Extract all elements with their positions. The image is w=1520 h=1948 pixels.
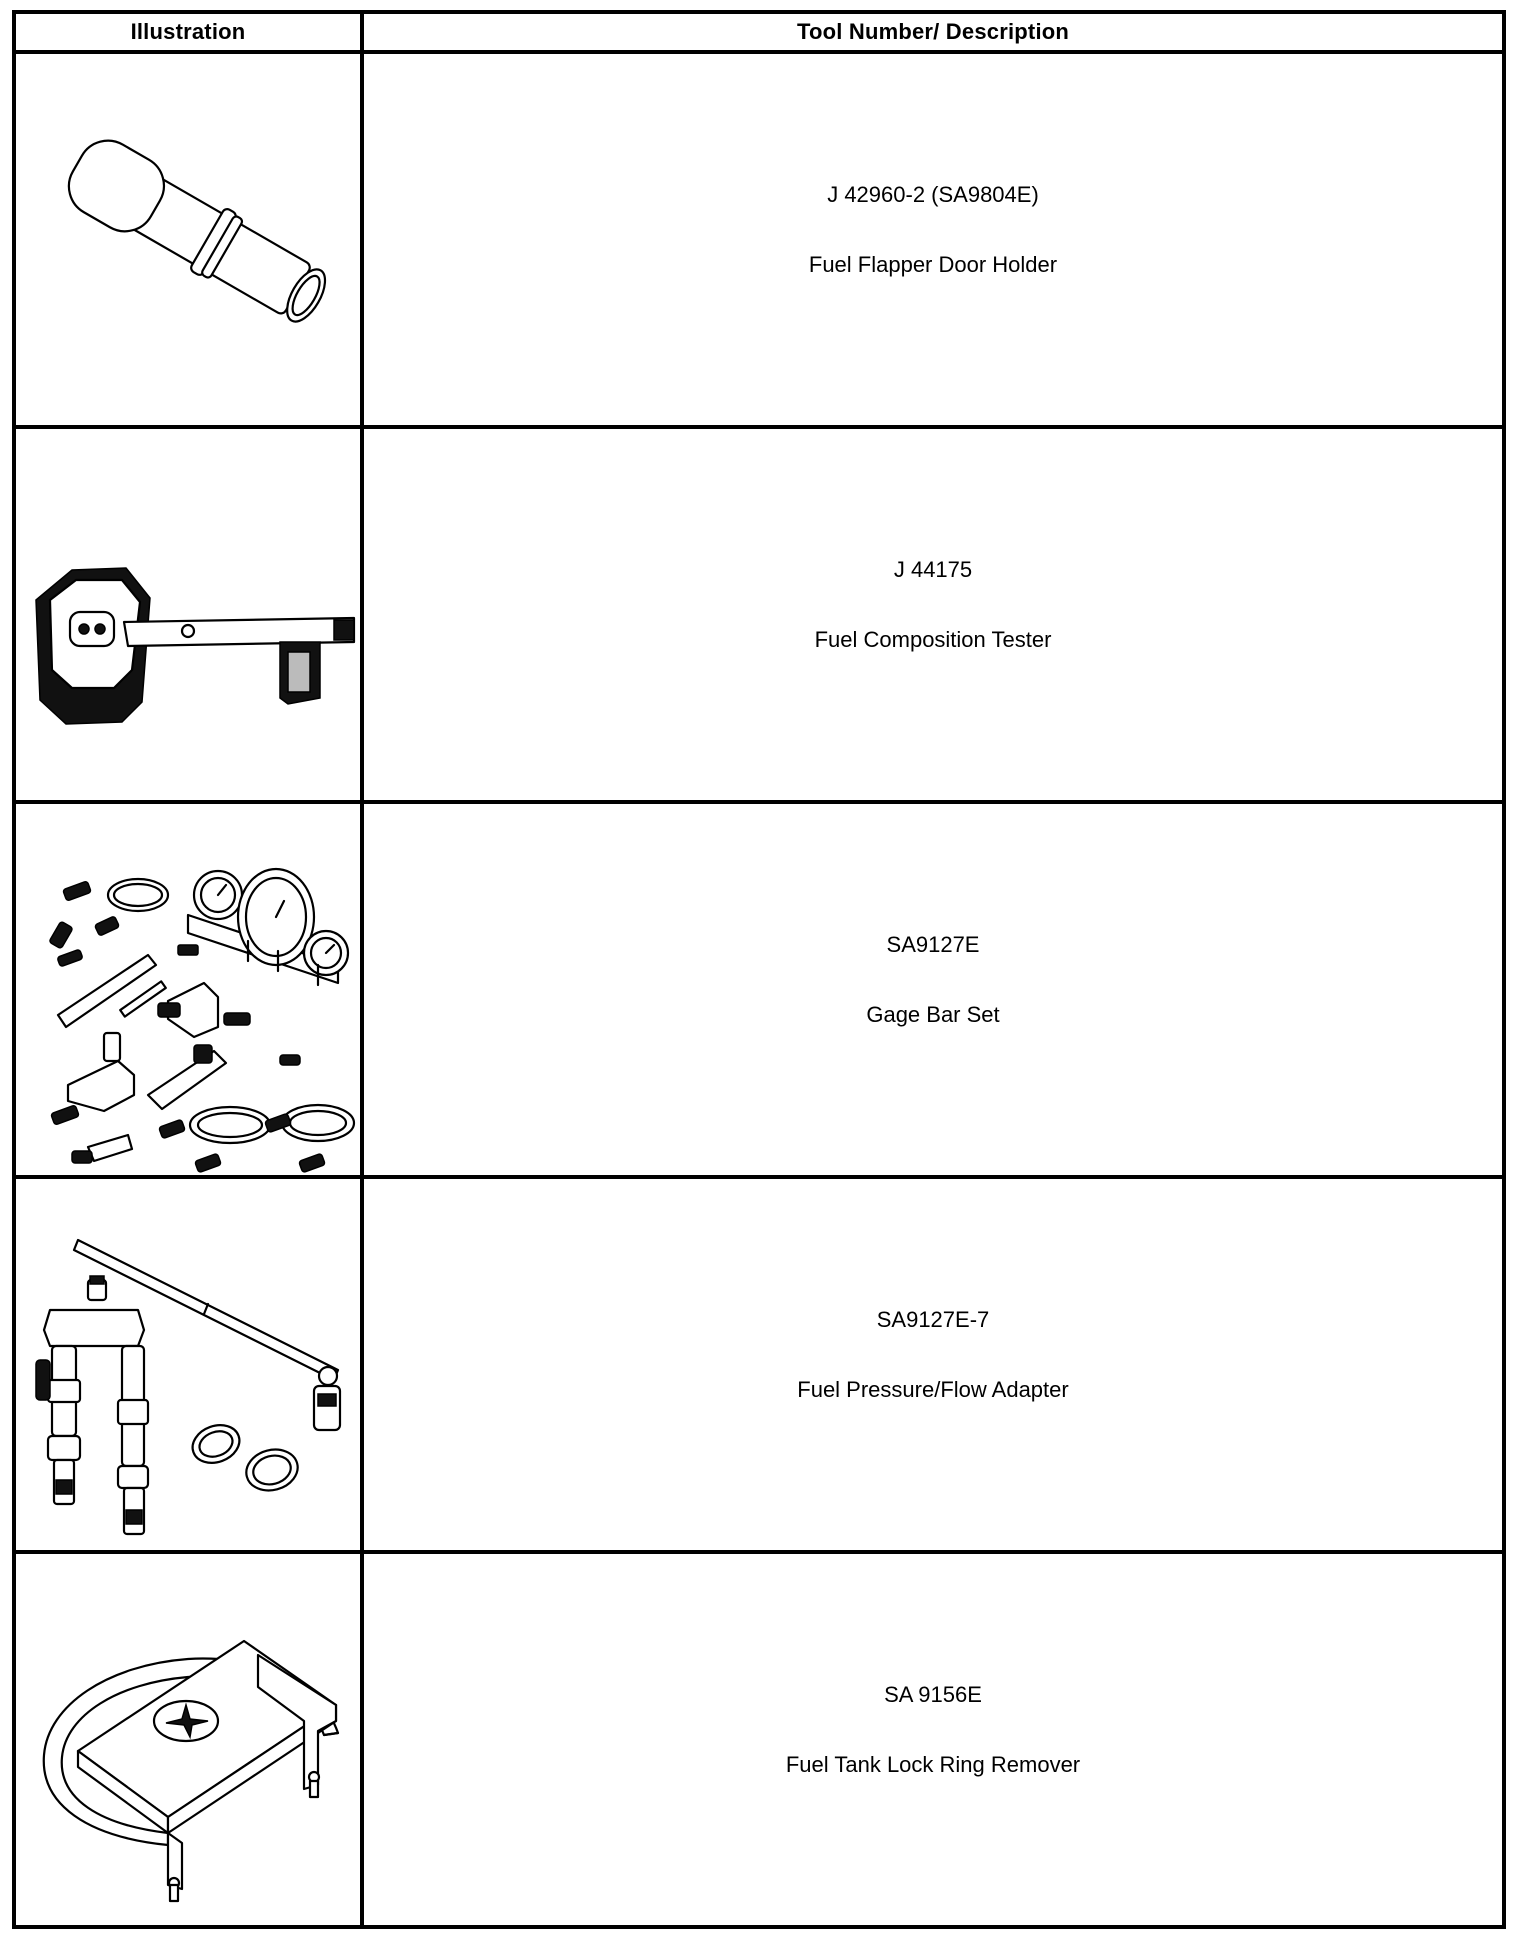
- illustration-cell: [16, 429, 364, 800]
- tool-description: Gage Bar Set: [866, 1001, 1000, 1027]
- header-tool-number-description: Tool Number/ Description: [796, 19, 1070, 44]
- illustration-cell: [16, 54, 364, 425]
- table-row: J 42960-2 (SA9804E) Fuel Flapper Door Ho…: [16, 54, 1502, 429]
- composition-tester-icon: [35, 566, 356, 725]
- table-row: SA9127E-7 Fuel Pressure/Flow Adapter: [16, 1179, 1502, 1554]
- tool-description: Fuel Pressure/Flow Adapter: [797, 1376, 1069, 1402]
- tool-number: SA9127E-7: [876, 1306, 990, 1332]
- tool-number: J 42960-2 (SA9804E): [827, 181, 1039, 207]
- description-cell: SA9127E-7 Fuel Pressure/Flow Adapter: [364, 1179, 1502, 1550]
- description-cell: J 42960-2 (SA9804E) Fuel Flapper Door Ho…: [364, 54, 1502, 425]
- description-cell: SA9127E Gage Bar Set: [364, 804, 1502, 1175]
- tool-description: Fuel Composition Tester: [814, 626, 1052, 652]
- table-header-row: Illustration Tool Number/ Description: [16, 14, 1502, 54]
- gage-bar-set-icon: [49, 867, 356, 1173]
- tool-description: Fuel Flapper Door Holder: [808, 251, 1058, 277]
- illustration-cell: [16, 1179, 364, 1550]
- tool-table: Illustration Tool Number/ Description J …: [12, 10, 1506, 1929]
- tool-description: Fuel Tank Lock Ring Remover: [785, 1751, 1081, 1777]
- tool-number: J 44175: [893, 556, 973, 582]
- description-cell: J 44175 Fuel Composition Tester: [364, 429, 1502, 800]
- illustration-cell: [16, 804, 364, 1175]
- tool-number: SA9127E: [886, 931, 980, 957]
- header-illustration: Illustration: [16, 14, 364, 50]
- table-row: J 44175 Fuel Composition Tester: [16, 429, 1502, 804]
- flapper-door-holder-icon: [67, 139, 327, 323]
- illustration-cell: [16, 1554, 364, 1925]
- description-cell: SA 9156E Fuel Tank Lock Ring Remover: [364, 1554, 1502, 1925]
- lock-ring-remover-icon: [42, 1639, 340, 1902]
- pressure-flow-adapter-icon: [35, 1238, 342, 1535]
- table-row: SA9127E Gage Bar Set: [16, 804, 1502, 1179]
- tool-number: SA 9156E: [884, 1681, 982, 1707]
- table-row: SA 9156E Fuel Tank Lock Ring Remover: [16, 1554, 1502, 1925]
